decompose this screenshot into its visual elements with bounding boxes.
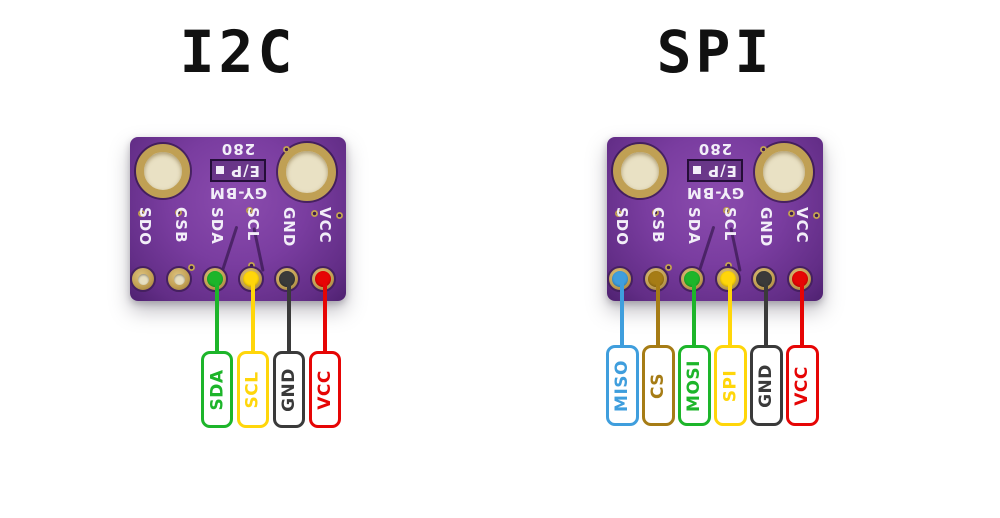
wire-line [251, 281, 255, 355]
silkscreen-chip-outline: E/P [210, 159, 266, 182]
silkscreen-chip-outline: E/P [687, 159, 743, 182]
wire-line [728, 281, 732, 349]
pin-marker-dot [756, 271, 772, 287]
pin-silkscreen-label: SDA [685, 207, 703, 245]
via-dot [615, 210, 622, 217]
pin-callout-label: VCC [309, 351, 341, 428]
pin-callout-label: MISO [605, 345, 639, 426]
wire-line [692, 281, 696, 349]
pin-marker-dot [648, 271, 664, 287]
pin-marker-dot [315, 271, 331, 287]
via-dot [188, 264, 195, 271]
pin-callout-text: SPI [720, 369, 740, 402]
pin-callout-label: GND [273, 351, 305, 428]
pin-callout-text: GND [756, 363, 777, 408]
pin-silkscreen-label: GND [757, 207, 775, 248]
pin-callout-text: MISO [612, 359, 632, 412]
via-dot [336, 212, 343, 219]
pin-silkscreen-label: SCL [721, 207, 739, 242]
via-dot [175, 209, 182, 216]
solder-pad [166, 266, 192, 292]
pin-callout-text: VCC [315, 369, 336, 410]
via-dot [813, 212, 820, 219]
pin-callout-label: SCL [237, 351, 269, 428]
pin-callout-label: SDA [201, 351, 233, 428]
via-dot [788, 210, 795, 217]
via-dot [725, 262, 732, 269]
via-dot [723, 207, 730, 214]
pin-callout-text: SCL [243, 370, 263, 409]
mounting-hole [136, 144, 190, 198]
via-dot [138, 210, 145, 217]
pin-silkscreen-label: GND [280, 207, 298, 248]
via-dot [760, 146, 767, 153]
pin-callout-text: SDA [207, 368, 228, 411]
via-dot [652, 209, 659, 216]
pin-callout-text: MOSI [684, 359, 704, 412]
wire-line [323, 281, 327, 355]
wire-line [215, 281, 219, 355]
wire-line [800, 281, 804, 349]
pin-silkscreen-label: VCC [793, 207, 811, 244]
pin-callout-label: VCC [785, 345, 819, 426]
i2c-title: I2C [179, 18, 297, 86]
wire-line [656, 281, 660, 349]
pin-callout-text: GND [279, 367, 300, 412]
via-dot [248, 262, 255, 269]
pin-silkscreen-label: SDO [613, 207, 631, 247]
pin-marker-dot [243, 271, 259, 287]
wire-line [764, 281, 768, 349]
pin-silkscreen-label: CSB [172, 207, 190, 244]
via-dot [665, 264, 672, 271]
pin-silkscreen-label: VCC [316, 207, 334, 244]
pin-callout-label: GND [749, 345, 783, 426]
pin-marker-dot [684, 271, 700, 287]
pin-marker-dot [279, 271, 295, 287]
silkscreen-square-marker [216, 166, 225, 175]
pin-callout-label: CS [641, 345, 675, 426]
wire-line [620, 281, 624, 349]
pin-marker-dot [207, 271, 223, 287]
pin-callout-text: VCC [792, 365, 813, 406]
pad-through-hole [137, 273, 149, 285]
pin-callout-text: CS [647, 372, 668, 399]
pin-callout-label: MOSI [677, 345, 711, 426]
via-dot [283, 146, 290, 153]
pin-marker-dot [792, 271, 808, 287]
wire-line [287, 281, 291, 355]
spi-title: SPI [656, 18, 774, 86]
via-dot [246, 207, 253, 214]
solder-pad [751, 266, 777, 292]
pin-marker-dot [612, 271, 628, 287]
mounting-hole [278, 143, 336, 201]
solder-pad [607, 266, 633, 292]
pin-silkscreen-label: SDA [208, 207, 226, 245]
mounting-hole [613, 144, 667, 198]
silkscreen-square-marker [693, 166, 702, 175]
pin-marker-dot [720, 271, 736, 287]
pad-through-hole [173, 273, 185, 285]
solder-pad [238, 266, 264, 292]
solder-pad [130, 266, 156, 292]
pin-silkscreen-label: SCL [244, 207, 262, 242]
pin-callout-label: SPI [713, 345, 747, 426]
pin-silkscreen-label: SDO [136, 207, 154, 247]
pin-silkscreen-label: CSB [649, 207, 667, 244]
via-dot [311, 210, 318, 217]
